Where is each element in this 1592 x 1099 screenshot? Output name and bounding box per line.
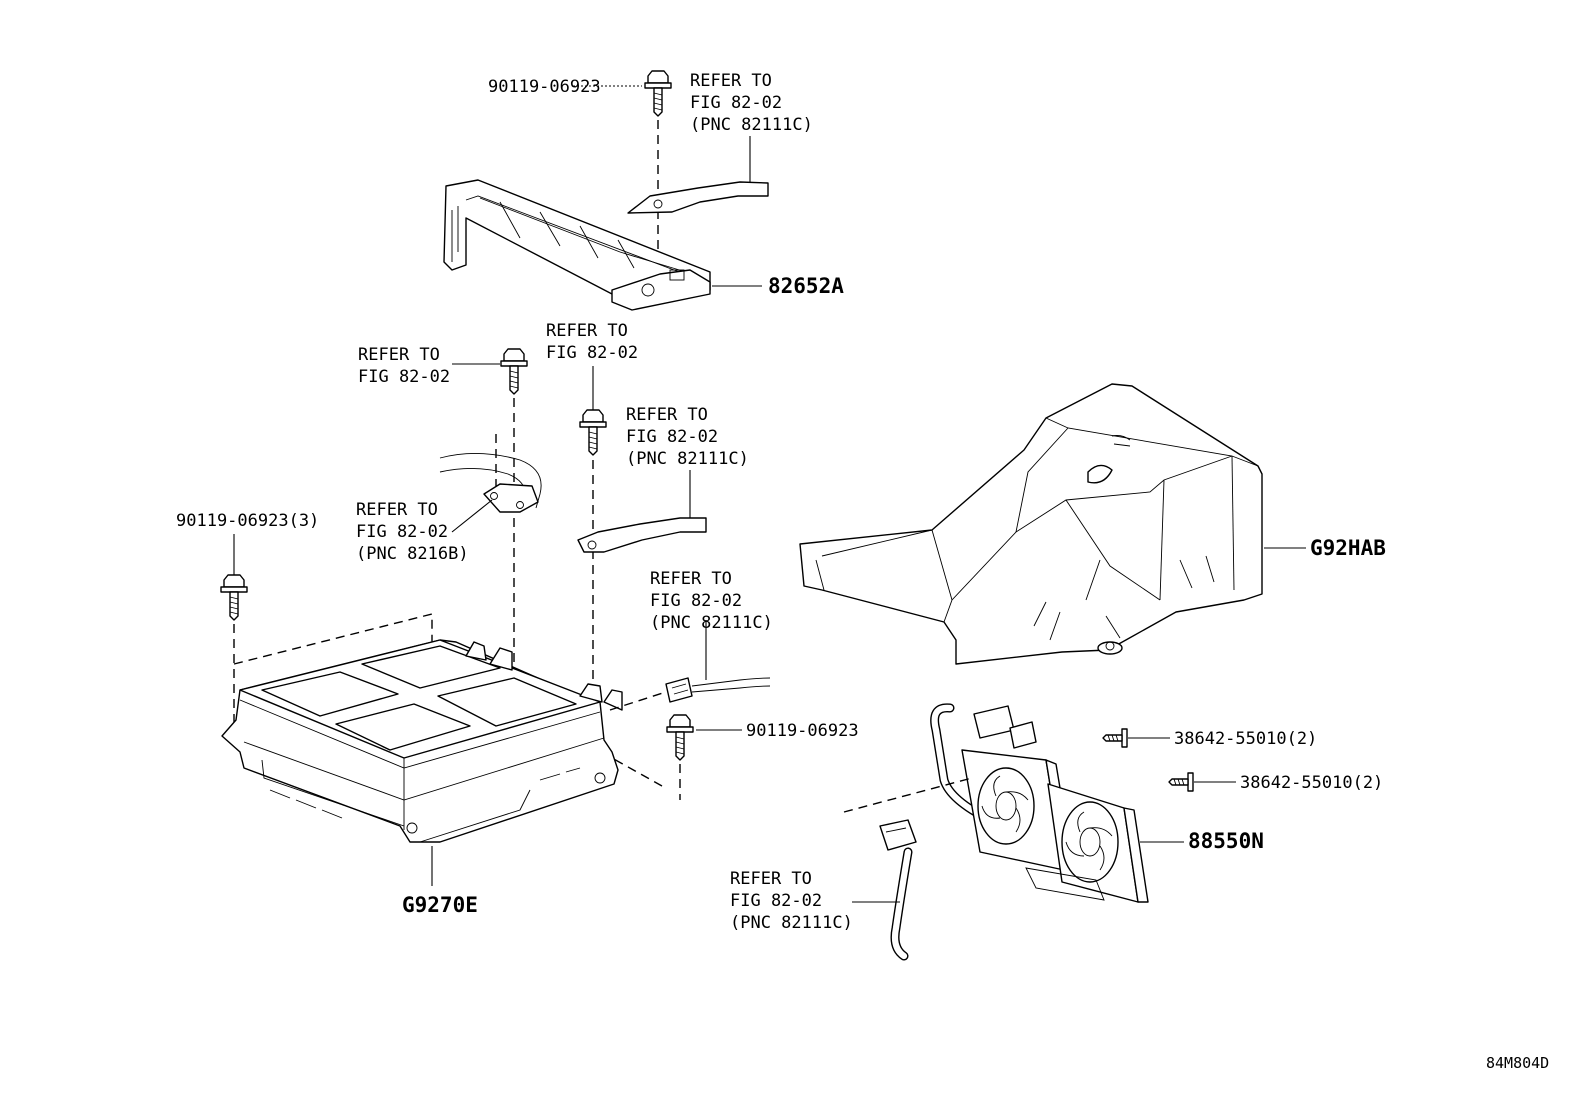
- ecu-connector-dash: [609, 689, 673, 711]
- part-88550N-label: 88550N: [1188, 829, 1264, 853]
- refer-8216b-line-2: FIG 82-02: [356, 522, 448, 542]
- refer-top-line-3: (PNC 82111C): [690, 115, 813, 135]
- ecu-G9270E: [221, 613, 623, 843]
- leader-8216b: [451, 499, 493, 533]
- refer-cable-line-1: REFER TO: [626, 405, 708, 425]
- screw-2: [1168, 772, 1194, 792]
- bolt-top-label: 90119-06923: [488, 77, 601, 97]
- duct-G92HAB: [799, 383, 1263, 665]
- refer-8216b-line-3: (PNC 8216B): [356, 544, 469, 564]
- refer-left-line-1: REFER TO: [358, 345, 440, 365]
- refer-fan-line-2: FIG 82-02: [730, 891, 822, 911]
- cable-lug-mid: [577, 470, 707, 553]
- diagram-id: 84M804D: [1486, 1054, 1549, 1072]
- part-G92HAB-label: G92HAB: [1310, 536, 1386, 560]
- connector-ecu: [665, 620, 771, 703]
- bolt-refer-mid: [579, 409, 607, 700]
- refer-left-line-2: FIG 82-02: [358, 367, 450, 387]
- bracket-82652A: [443, 179, 711, 311]
- refer-top: REFER TO FIG 82-02 (PNC 82111C): [690, 71, 813, 135]
- bolt-top: [644, 70, 672, 265]
- refer-fan: REFER TO FIG 82-02 (PNC 82111C): [730, 869, 853, 933]
- refer-conn-line-2: FIG 82-02: [650, 591, 742, 611]
- refer-fan-line-3: (PNC 82111C): [730, 913, 853, 933]
- refer-cable-line-3: (PNC 82111C): [626, 449, 749, 469]
- bolt-right: [666, 714, 694, 800]
- refer-mid-line-2: FIG 82-02: [546, 343, 638, 363]
- refer-left: REFER TO FIG 82-02: [358, 345, 450, 387]
- part-82652A-label: 82652A: [768, 274, 844, 298]
- bolt-right-label: 90119-06923: [746, 721, 859, 741]
- screw-1: [1102, 728, 1128, 748]
- screw-2-label: 38642-55010(2): [1240, 773, 1383, 793]
- part-G9270E-label: G9270E: [402, 893, 478, 917]
- refer-8216b-line-1: REFER TO: [356, 500, 438, 520]
- bolt-left-label: 90119-06923(3): [176, 511, 319, 531]
- bolt-left: [220, 574, 248, 730]
- fan-88550N: [930, 703, 1149, 903]
- screw-1-label: 38642-55010(2): [1174, 729, 1317, 749]
- refer-mid: REFER TO FIG 82-02: [546, 321, 638, 363]
- refer-fan-line-1: REFER TO: [730, 869, 812, 889]
- refer-8216b: REFER TO FIG 82-02 (PNC 8216B): [356, 500, 469, 564]
- refer-mid-line-1: REFER TO: [546, 321, 628, 341]
- bolt-refer-left: [500, 348, 528, 700]
- refer-conn: REFER TO FIG 82-02 (PNC 82111C): [650, 569, 773, 633]
- refer-cable-line-2: FIG 82-02: [626, 427, 718, 447]
- refer-cable: REFER TO FIG 82-02 (PNC 82111C): [626, 405, 749, 469]
- cable-lug-top: [627, 136, 769, 214]
- connector-fan: [843, 777, 973, 961]
- refer-top-line-1: REFER TO: [690, 71, 772, 91]
- cable-lug-8216b: [439, 434, 542, 513]
- refer-top-line-2: FIG 82-02: [690, 93, 782, 113]
- refer-conn-line-3: (PNC 82111C): [650, 613, 773, 633]
- refer-conn-line-1: REFER TO: [650, 569, 732, 589]
- ecu-bolt-dash: [611, 757, 663, 787]
